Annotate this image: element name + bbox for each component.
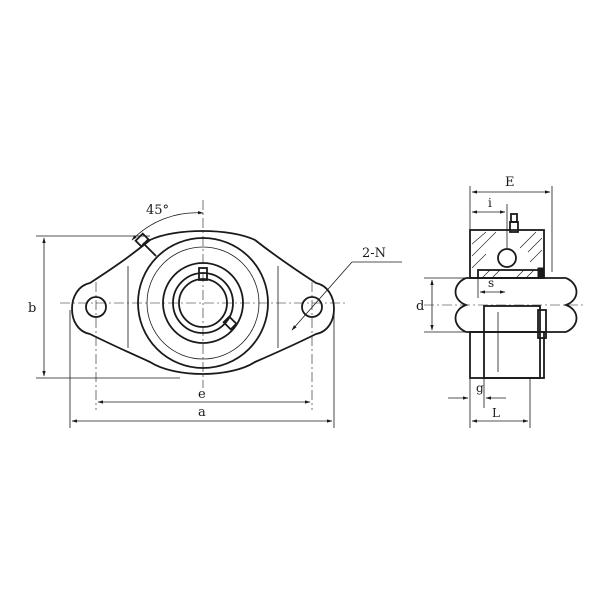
dim-e-label: e (198, 387, 206, 402)
housing-body-lower (469, 331, 545, 379)
shaft-right-break (563, 277, 578, 333)
bearing-ball (497, 248, 517, 268)
dim-b-label: b (28, 301, 36, 316)
flange-inner-contour (127, 266, 279, 348)
holes-leader (291, 261, 353, 331)
dim-i-label: i (488, 196, 492, 210)
dim-E-label: E (505, 175, 515, 190)
inner-ring-hatch (481, 269, 535, 279)
dim-g-label: g (476, 381, 484, 395)
angle-45-arc (131, 210, 204, 241)
front-view: 45° 2-N b e a (28, 200, 402, 428)
dim-d-label: d (416, 299, 424, 314)
angle-label: 45° (146, 203, 169, 218)
collar-block (537, 309, 547, 339)
dim-s-label: s (488, 276, 494, 290)
grease-nipple-side (509, 213, 519, 233)
dim-a-label: a (198, 405, 206, 420)
set-screw-lower (222, 315, 238, 331)
housing-hatch (471, 231, 543, 269)
holes-label: 2-N (362, 246, 386, 261)
dim-L-label: L (492, 406, 500, 420)
set-screw-side (537, 267, 545, 279)
grease-nipple-front (134, 232, 157, 257)
side-view: E i s d g L (416, 175, 584, 428)
flange-foot (483, 305, 541, 379)
